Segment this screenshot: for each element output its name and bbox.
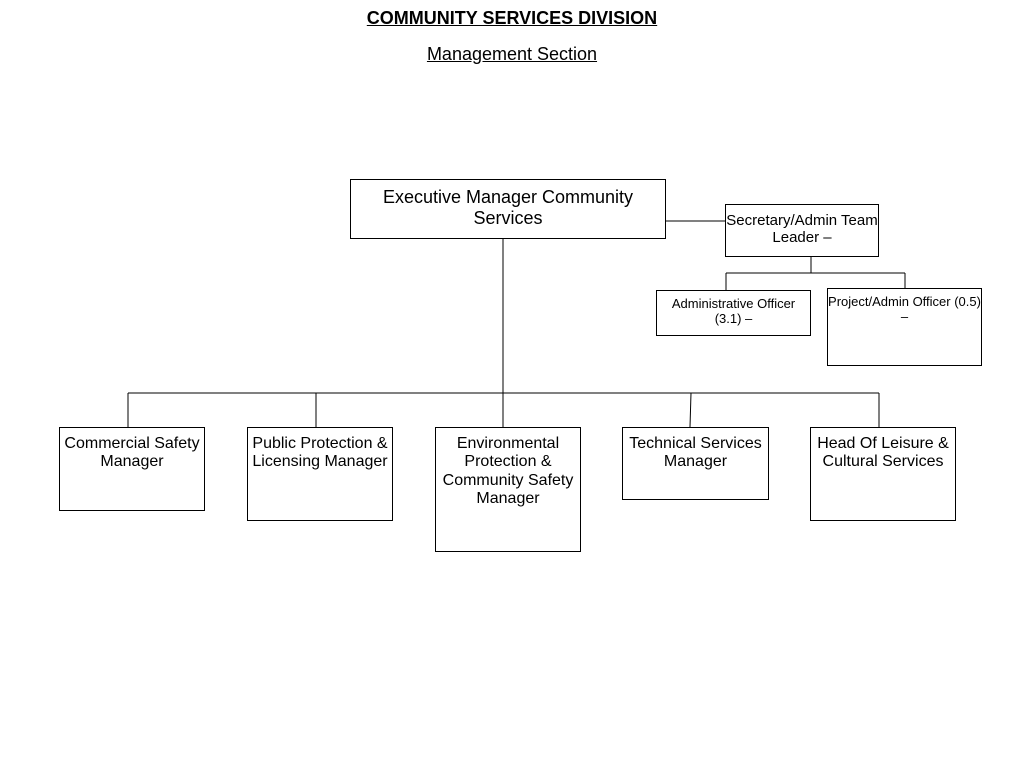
node-secretary-label: Secretary/Admin Team Leader – [726, 212, 878, 247]
node-secretary-admin-team-leader: Secretary/Admin Team Leader – [725, 204, 879, 257]
connector-technical [689, 392, 692, 428]
node-public-protection-label: Public Protection & Licensing Manager [252, 435, 388, 471]
node-commercial-label: Commercial Safety Manager [64, 435, 200, 471]
node-public-protection-licensing-manager: Public Protection & Licensing Manager [247, 427, 393, 521]
node-administrative-officer-label: Administrative Officer (3.1) – [671, 296, 796, 326]
node-environmental-protection-manager: Environmental Protection & Community Saf… [435, 427, 581, 552]
node-administrative-officer: Administrative Officer (3.1) – [656, 290, 811, 336]
node-environmental-label: Environmental Protection & Community Saf… [442, 435, 574, 508]
node-technical-label: Technical Services Manager [629, 435, 762, 471]
page-title: COMMUNITY SERVICES DIVISION [366, 8, 658, 28]
page-subtitle: Management Section [426, 44, 598, 64]
node-leisure-label: Head Of Leisure & Cultural Services [817, 435, 949, 471]
node-project-admin-officer: Project/Admin Officer (0.5) – [827, 288, 982, 366]
node-project-admin-officer-label: Project/Admin Officer (0.5) – [828, 294, 981, 324]
node-head-of-leisure-cultural-services: Head Of Leisure & Cultural Services [810, 427, 956, 521]
node-executive-manager-label: Executive Manager Community Services [382, 187, 634, 228]
node-technical-services-manager: Technical Services Manager [622, 427, 769, 500]
node-commercial-safety-manager: Commercial Safety Manager [59, 427, 205, 511]
node-executive-manager: Executive Manager Community Services [350, 179, 666, 239]
